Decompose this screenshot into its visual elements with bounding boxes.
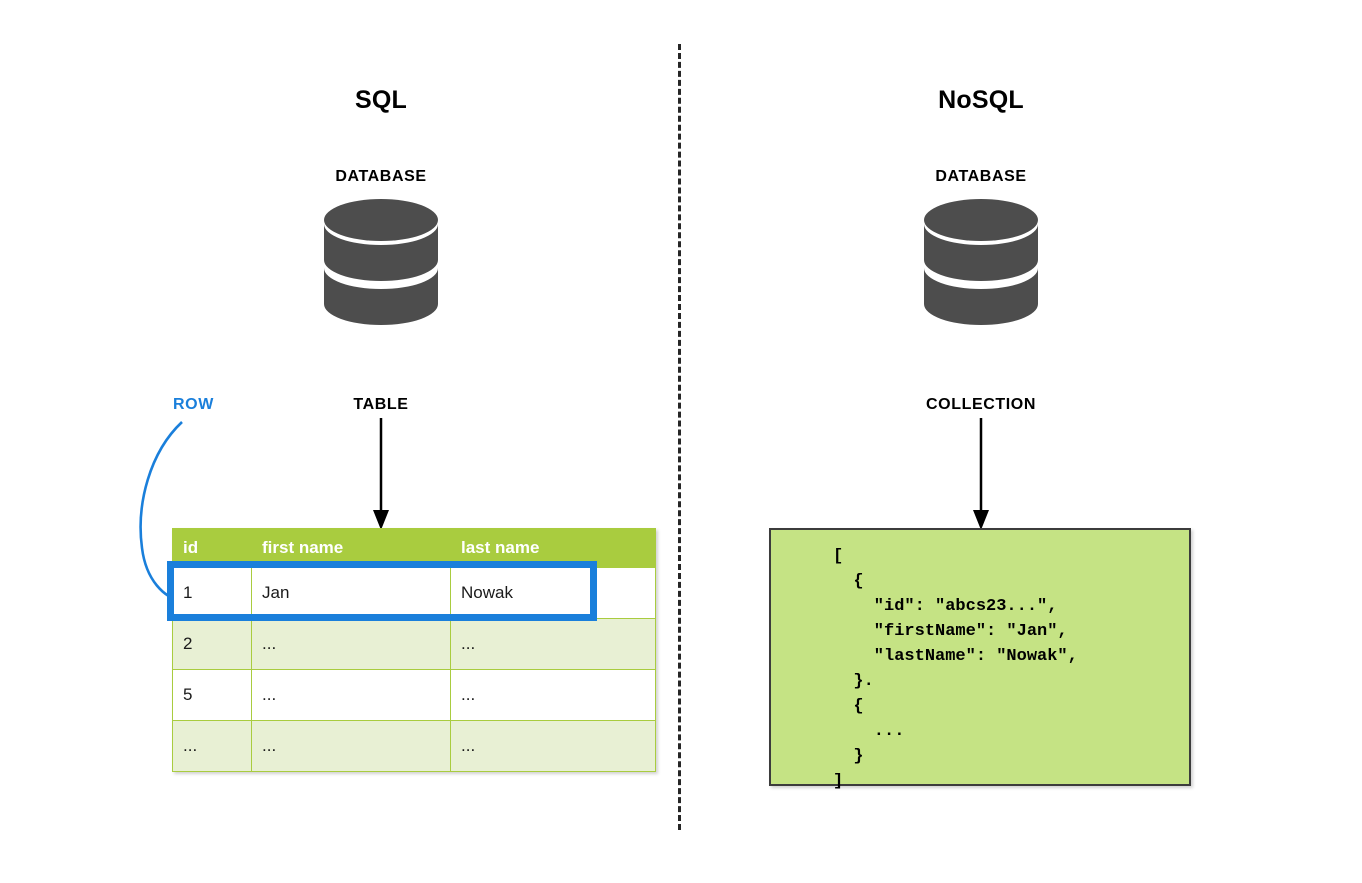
cell-first-name: ... xyxy=(251,669,451,721)
database-cylinder-icon xyxy=(924,199,1038,325)
cell-first-name: Jan xyxy=(251,567,451,619)
nosql-section-title: NoSQL xyxy=(938,86,1024,114)
table-row[interactable]: 2 ... ... xyxy=(172,618,656,670)
table-row[interactable]: ... ... ... xyxy=(172,720,656,772)
cell-last-name: ... xyxy=(450,720,656,772)
column-header-first-name: first name xyxy=(251,528,451,568)
json-document-code: [ { "id": "abcs23...", "firstName": "Jan… xyxy=(833,547,1078,791)
sql-database-label: DATABASE xyxy=(335,168,427,185)
cell-id: ... xyxy=(172,720,252,772)
table-row[interactable]: 5 ... ... xyxy=(172,669,656,721)
table-label: TABLE xyxy=(353,396,409,413)
nosql-collection-code-block: [ { "id": "abcs23...", "firstName": "Jan… xyxy=(769,528,1191,791)
column-header-last-name: last name xyxy=(450,528,656,568)
collection-label: COLLECTION xyxy=(926,396,1036,413)
cell-id: 5 xyxy=(172,669,252,721)
table-header-row: id first name last name xyxy=(172,528,656,568)
cell-last-name: ... xyxy=(450,669,656,721)
sql-data-table: id first name last name 1 Jan Nowak 2 ..… xyxy=(172,528,656,772)
row-label: ROW xyxy=(173,396,214,413)
table-arrow-icon xyxy=(373,418,389,530)
column-header-id: id xyxy=(172,528,252,568)
collection-arrow-icon xyxy=(973,418,989,530)
database-cylinder-icon xyxy=(324,199,438,325)
nosql-database-label: DATABASE xyxy=(935,168,1027,185)
cell-last-name: ... xyxy=(450,618,656,670)
cell-first-name: ... xyxy=(251,720,451,772)
section-divider xyxy=(678,44,681,830)
cell-id: 1 xyxy=(172,567,252,619)
table-row[interactable]: 1 Jan Nowak xyxy=(172,567,656,619)
sql-section-title: SQL xyxy=(355,86,407,114)
cell-id: 2 xyxy=(172,618,252,670)
cell-last-name: Nowak xyxy=(450,567,656,619)
cell-first-name: ... xyxy=(251,618,451,670)
